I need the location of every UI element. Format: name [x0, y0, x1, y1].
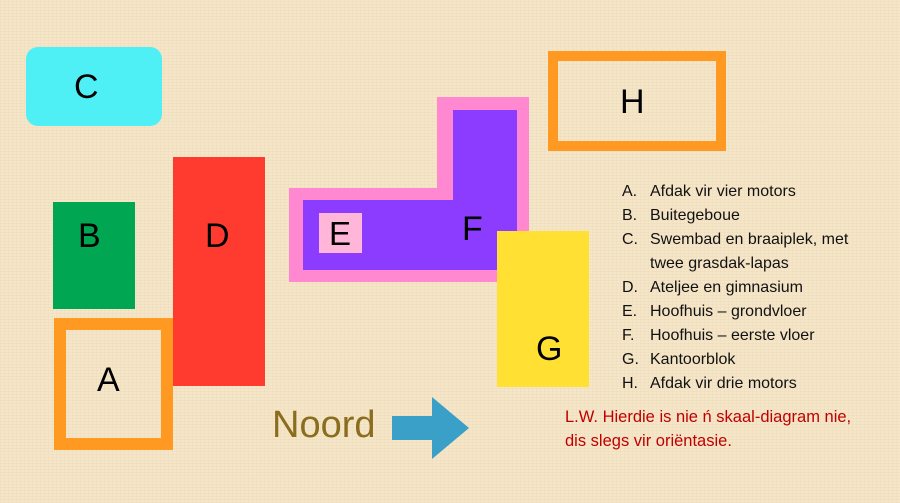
- legend-text: Hoofhuis – eerste vloer: [650, 327, 815, 344]
- label-e: E: [329, 215, 352, 252]
- legend-key: E.: [622, 303, 638, 320]
- legend: A. Afdak vir vier motors B. Buitegeboue C.…: [622, 180, 890, 396]
- building-g: [497, 231, 589, 387]
- label-b: B: [78, 217, 101, 255]
- legend-key: G.: [622, 351, 639, 368]
- legend-key: A.: [622, 183, 638, 200]
- label-c: C: [74, 68, 99, 106]
- building-d: [173, 157, 265, 386]
- legend-item: H. Afdak vir drie motors: [622, 372, 890, 396]
- legend-text: Kantoorblok: [650, 351, 736, 368]
- legend-item: G. Kantoorblok: [622, 348, 890, 372]
- label-d: D: [205, 217, 230, 255]
- legend-item: F. Hoofhuis – eerste vloer: [622, 324, 890, 348]
- label-h: H: [620, 83, 645, 121]
- north-arrow-icon: [392, 397, 469, 459]
- legend-text: Hoofhuis – grondvloer: [650, 303, 807, 320]
- legend-item: D. Ateljee en gimnasium: [622, 276, 890, 300]
- building-a: [54, 318, 173, 450]
- building-c: [26, 47, 162, 126]
- label-f: F: [462, 210, 483, 248]
- legend-text: Buitegeboue: [650, 207, 740, 224]
- building-b: [53, 202, 135, 309]
- legend-item: C. Swembad en braaiplek, met twee grasdak…: [622, 228, 890, 276]
- legend-key: C.: [622, 231, 638, 248]
- building-e: [319, 213, 362, 253]
- legend-text: Swembad en braaiplek, met twee grasdak-l…: [650, 231, 849, 272]
- legend-item: B. Buitegeboue: [622, 204, 890, 228]
- north-label: Noord: [272, 404, 376, 446]
- building-h: [548, 51, 726, 151]
- legend-text: Afdak vir vier motors: [650, 183, 796, 200]
- legend-key: H.: [622, 375, 638, 392]
- label-g: G: [536, 330, 563, 368]
- legend-text: Afdak vir drie motors: [650, 375, 797, 392]
- legend-key: D.: [622, 279, 638, 296]
- legend-key: F.: [622, 327, 635, 344]
- note-line-2: dis slegs vir oriëntasie.: [565, 432, 732, 450]
- scale-note: L.W. Hierdie is nie ń skaal-diagram nie,…: [565, 405, 851, 453]
- legend-text: Ateljee en gimnasium: [650, 279, 803, 296]
- note-line-1: L.W. Hierdie is nie ń skaal-diagram nie,: [565, 408, 852, 426]
- label-a: A: [97, 361, 120, 399]
- legend-item: E. Hoofhuis – grondvloer: [622, 300, 890, 324]
- legend-key: B.: [622, 207, 638, 224]
- legend-item: A. Afdak vir vier motors: [622, 180, 890, 204]
